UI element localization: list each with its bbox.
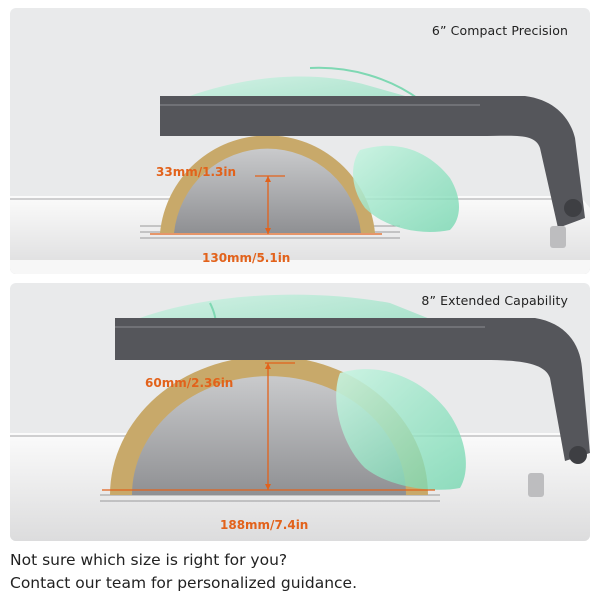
blade-width-label: 130mm/5.1in bbox=[202, 251, 291, 265]
blade-width-label: 188mm/7.4in bbox=[220, 518, 309, 532]
panel-title: 6” Compact Precision bbox=[431, 23, 568, 38]
panel-title: 8” Extended Capability bbox=[421, 293, 568, 308]
footer-line-2: Contact our team for personalized guidan… bbox=[10, 574, 358, 592]
blade-guard-side-icon bbox=[353, 145, 459, 232]
blade-guard-side-icon bbox=[336, 369, 466, 490]
panel-8-inch: 8” Extended Capability 60mm/2.36in 188mm… bbox=[10, 283, 590, 541]
saw-arm-icon bbox=[160, 96, 480, 136]
blade-height-label: 33mm/1.3in bbox=[156, 165, 237, 179]
saw-illustration-8 bbox=[10, 294, 590, 541]
footer-text: Not sure which size is right for you? Co… bbox=[10, 549, 357, 595]
blade-height-label: 60mm/2.36in bbox=[145, 376, 234, 390]
panel-6-inch: 6” Compact Precision 33mm/1.3in 130mm/5.… bbox=[10, 8, 590, 274]
footer-line-1: Not sure which size is right for you? bbox=[10, 551, 288, 569]
saw-illustration-6 bbox=[10, 66, 590, 274]
saw-arm-icon bbox=[115, 318, 485, 360]
